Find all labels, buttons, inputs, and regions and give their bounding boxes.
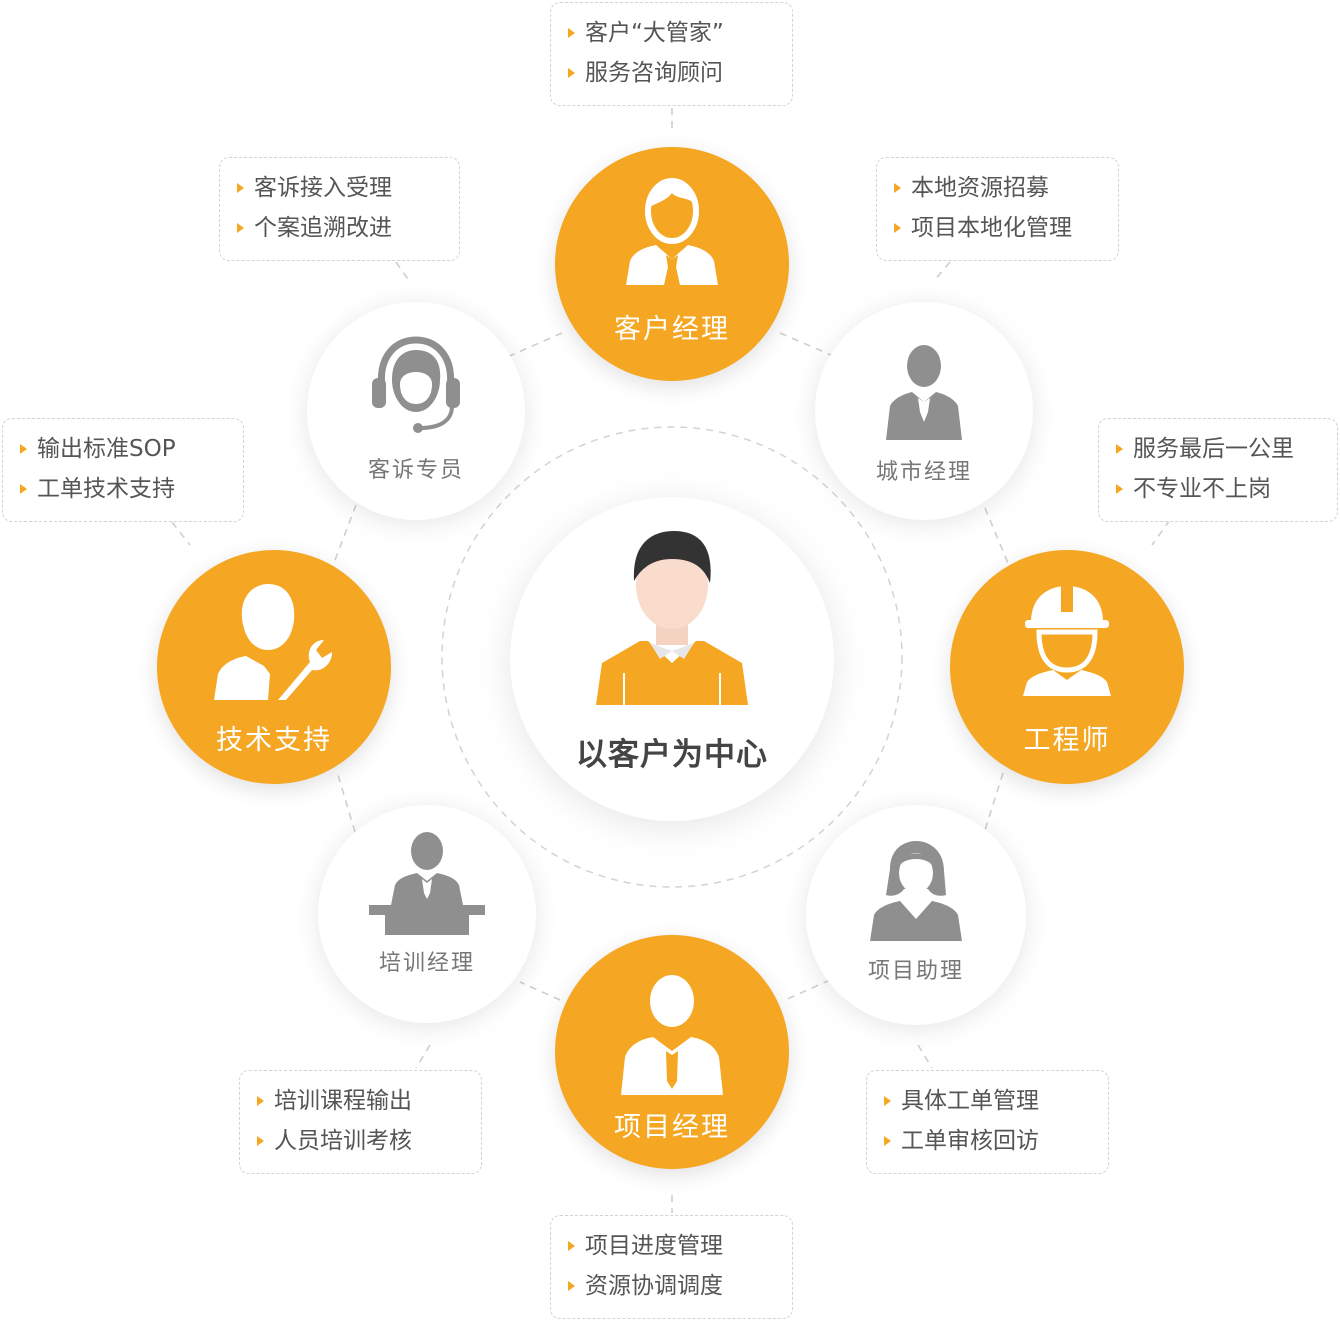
role-label: 技术支持 [216,725,332,756]
duty-item: 服务咨询顾问 [568,53,778,93]
duties-city-manager: 本地资源招募 项目本地化管理 [876,157,1119,261]
role-label: 客诉专员 [367,458,464,483]
role-engineer: 工程师 [950,550,1184,784]
role-tech-support: 技术支持 [157,550,391,784]
duty-item: 不专业不上岗 [1116,469,1323,509]
role-label: 客户经理 [614,314,730,345]
city-manager-icon [886,345,962,440]
center-label: 以客户为中心 [576,737,768,773]
tail-engineer [1151,519,1171,546]
link-assistant-to-pm [784,979,831,1001]
duties-training-manager: 培训课程输出 人员培训考核 [239,1070,482,1174]
duties-complaint-specialist: 客诉接入受理 个案追溯改进 [219,157,460,261]
role-complaint-specialist: 客诉专员 [307,302,525,520]
role-label: 项目助理 [867,959,964,984]
project-manager-icon [621,975,723,1095]
duties-project-manager: 项目进度管理 资源协调调度 [550,1215,793,1319]
role-label: 城市经理 [875,460,972,485]
duty-item: 个案追溯改进 [237,208,445,248]
tail-complaint [395,261,411,283]
link-engineer-to-assistant [984,772,1004,831]
duty-item: 具体工单管理 [884,1081,1094,1121]
duty-item: 资源协调调度 [568,1266,778,1306]
lecturer-podium-icon [369,832,485,935]
female-assistant-icon [870,841,962,941]
role-project-assistant: 项目助理 [806,805,1026,1025]
wrench-person-icon [214,584,332,700]
duties-project-assistant: 具体工单管理 工单审核回访 [866,1070,1109,1174]
link-city-to-engineer [984,507,1009,564]
duty-item: 项目进度管理 [568,1226,778,1266]
center-node: 以客户为中心 [510,497,834,821]
duty-item: 客诉接入受理 [237,168,445,208]
link-training-to-tech [337,774,356,833]
duty-item: 服务最后一公里 [1116,429,1323,469]
role-label: 工程师 [1023,725,1111,756]
duty-item: 输出标准SOP [20,429,229,469]
role-label: 培训经理 [378,951,475,976]
engineer-helmet-icon [1023,586,1111,696]
link-tech-to-complaint [334,504,357,561]
duty-item: 工单审核回访 [884,1121,1094,1161]
role-label: 项目经理 [614,1112,730,1143]
role-city-manager: 城市经理 [815,302,1033,520]
tail-tech [171,521,191,546]
duties-account-manager: 客户“大管家” 服务咨询顾问 [550,2,793,106]
duties-engineer: 服务最后一公里 不专业不上岗 [1098,418,1338,522]
role-project-manager: 项目经理 [555,935,789,1169]
link-account-to-complaint [504,332,563,359]
role-account-manager: 客户经理 [555,147,789,381]
tail-training [415,1044,431,1069]
customer-person-icon [596,531,748,705]
duty-item: 项目本地化管理 [894,208,1104,248]
headset-agent-icon [372,336,460,433]
duty-item: 人员培训考核 [257,1121,467,1161]
tail-city [932,261,951,283]
link-pm-to-training [519,981,561,1001]
duties-tech-support: 输出标准SOP 工单技术支持 [2,418,244,522]
duty-item: 客户“大管家” [568,13,778,53]
account-manager-icon [626,178,718,285]
role-training-manager: 培训经理 [318,805,536,1023]
inner-ring [441,426,903,888]
duty-item: 工单技术支持 [20,469,229,509]
link-account-to-city [779,332,839,359]
duty-item: 本地资源招募 [894,168,1104,208]
tail-assistant [917,1044,933,1069]
duty-item: 培训课程输出 [257,1081,467,1121]
